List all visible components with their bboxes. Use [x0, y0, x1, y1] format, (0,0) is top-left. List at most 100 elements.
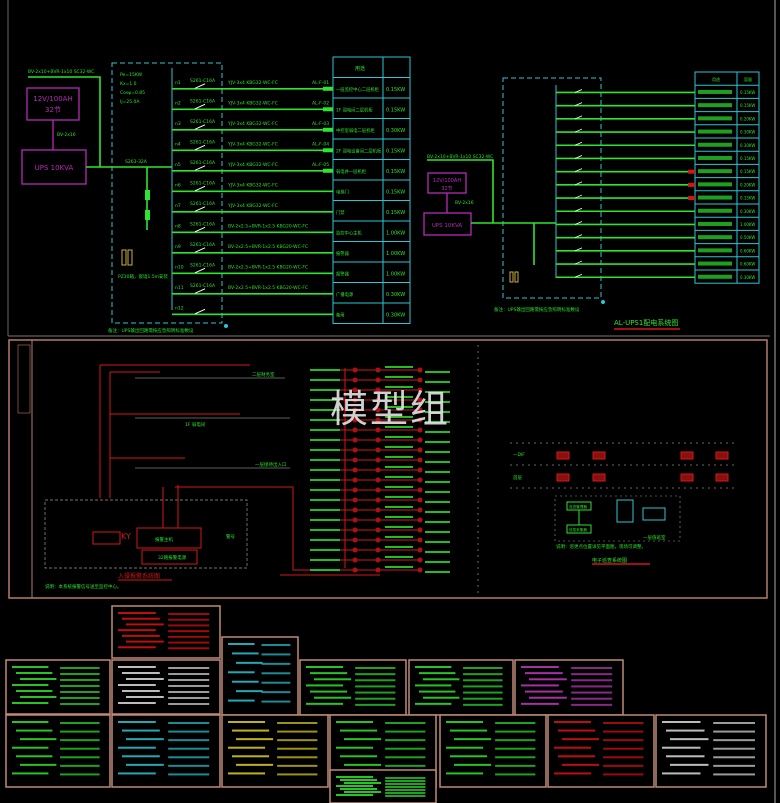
- sheet-thumbnail[interactable]: [408, 659, 514, 716]
- detector-icon: [417, 537, 423, 543]
- battery-count: 32节: [441, 186, 452, 192]
- table-header: 用途: [712, 76, 720, 82]
- detector-icon: [375, 517, 381, 523]
- diagram-title: 入侵报警系统图: [118, 572, 160, 580]
- battery-cable-label: BV-2x16: [455, 200, 474, 206]
- detector-icon: [352, 467, 358, 473]
- incoming-cable-label: BV-2x10+BVR-1x10 SC32-WC: [28, 69, 94, 75]
- sheet-thumbnail[interactable]: [221, 714, 329, 788]
- diagram-title: 电子巡查系统图: [592, 557, 627, 564]
- detector-icon: [352, 387, 358, 393]
- detector-icon: [417, 507, 423, 513]
- circuit-id: n5: [175, 162, 181, 168]
- detector-icon: [417, 427, 423, 433]
- panel-note: 备注：UPS输出回路需按应急照明标准敷设: [494, 306, 580, 313]
- patrol-point: [715, 473, 729, 482]
- detector-icon: [375, 417, 381, 423]
- zone-label: 一层接待出入口: [255, 461, 287, 468]
- detector-icon: [375, 377, 381, 383]
- alarm-sheet: KY 报警主机 32路报警电源 警号 二层财务室 1F 弱电间 一层接待出入口 …: [8, 339, 768, 599]
- main-breaker-label: S263-32A: [125, 159, 148, 165]
- detector-icon: [352, 527, 358, 533]
- floor-label: 一DIF: [513, 452, 525, 458]
- patrol-point: [592, 451, 606, 460]
- detector-icon: [352, 417, 358, 423]
- watermark: 模型组: [330, 387, 451, 431]
- detector-icon: [375, 367, 381, 373]
- load-name: 一层监控中心二层机柜: [336, 86, 380, 93]
- load-name: 广播电源: [336, 291, 354, 298]
- detector-icon: [375, 527, 381, 533]
- sheet-thumbnail[interactable]: [299, 659, 407, 716]
- sheet-thumbnail[interactable]: [547, 714, 655, 788]
- detector-icon: [417, 467, 423, 473]
- sheet-thumbnail[interactable]: [5, 714, 111, 788]
- detector-icon: [375, 557, 381, 563]
- ups-distribution-diagram-right: BV-2x10+BVR-1x10 SC32-WC 12V/100AH 32节 B…: [423, 71, 760, 330]
- detector-icon: [352, 567, 358, 573]
- table-header: 容量: [744, 76, 752, 82]
- cable-label: YJV-3x4 KBG32-WC-FC: [227, 203, 278, 209]
- detector-icon: [352, 407, 358, 413]
- load-power: 0.15KW: [386, 148, 405, 154]
- detector-icon: [375, 407, 381, 413]
- sheet-thumbnails: [5, 605, 767, 803]
- sheet-thumbnail[interactable]: [221, 636, 299, 716]
- zone-label: 二层财务室: [252, 371, 275, 378]
- load-name: 监控中心主机: [336, 229, 362, 236]
- detector-icon: [352, 497, 358, 503]
- alarm-host-label: 报警主机: [155, 536, 173, 543]
- battery-cable-label: BV-2x16: [57, 132, 76, 138]
- detector-icon: [375, 467, 381, 473]
- load-power: 0.30KW: [740, 130, 755, 135]
- box-parameter: Kx=1.0: [120, 81, 137, 87]
- box-parameter: Pe=15KW: [120, 72, 143, 78]
- detector-icon: [417, 377, 423, 383]
- sheet-thumbnail[interactable]: [514, 659, 624, 716]
- detector-icon: [417, 407, 423, 413]
- load-power: 0.15KW: [740, 90, 755, 95]
- load-power: 0.50KW: [740, 235, 755, 240]
- load-name: 2F 弱电设备间二层机柜: [336, 147, 382, 154]
- detector-icon: [352, 457, 358, 463]
- detector-icon: [417, 387, 423, 393]
- patrol-point: [680, 473, 694, 482]
- breaker-label: S261-C16A: [190, 78, 216, 84]
- detector-icon: [417, 447, 423, 453]
- siren-label: 警号: [226, 533, 235, 540]
- sheet-thumbnail[interactable]: [329, 769, 437, 803]
- breaker-label: S261-C16A: [190, 98, 216, 104]
- circuit-id: n9: [175, 244, 181, 250]
- load-power: 0.15KW: [740, 196, 755, 201]
- cabinet-label: PZ30箱，嵌墙1.5m安装: [118, 273, 169, 280]
- sheet-thumbnail[interactable]: [111, 605, 221, 659]
- load-power: 1.00KW: [386, 251, 405, 257]
- detector-icon: [375, 387, 381, 393]
- cable-label: YJV-3x4 KBG32-WC-FC: [227, 182, 278, 188]
- load-name: 中控室弱电二层机柜: [336, 127, 375, 134]
- sheet-thumbnail[interactable]: [5, 659, 111, 715]
- load-power: 0.15KW: [740, 156, 755, 161]
- sheet-thumbnail[interactable]: [655, 714, 767, 788]
- panel-note: 说明：本系统报警信号送至监控中心。: [45, 583, 122, 590]
- patrol-point: [556, 473, 570, 482]
- breaker-label: S261-C16A: [190, 283, 216, 289]
- sheet-thumbnail[interactable]: [111, 714, 221, 788]
- detector-icon: [352, 367, 358, 373]
- detector-icon: [417, 397, 423, 403]
- cable-label: YJV-3x4 KBG32-WC-FC: [227, 80, 278, 86]
- floor-label: 首层: [513, 474, 522, 481]
- load-power: 0.15KW: [386, 107, 405, 113]
- load-power: 1.00KW: [386, 230, 405, 236]
- load-power: 0.30KW: [386, 292, 405, 298]
- circuit-tag: AL-F-03: [312, 121, 329, 127]
- box-parameter: Cosφ=0.85: [120, 90, 145, 96]
- detector-icon: [417, 477, 423, 483]
- detector-icon: [417, 457, 423, 463]
- load-name: 1F 弱电间二层机柜: [336, 106, 373, 113]
- sheet-thumbnail[interactable]: [111, 659, 221, 715]
- detector-icon: [352, 537, 358, 543]
- detector-icon: [352, 517, 358, 523]
- sheet-thumbnail[interactable]: [439, 714, 547, 788]
